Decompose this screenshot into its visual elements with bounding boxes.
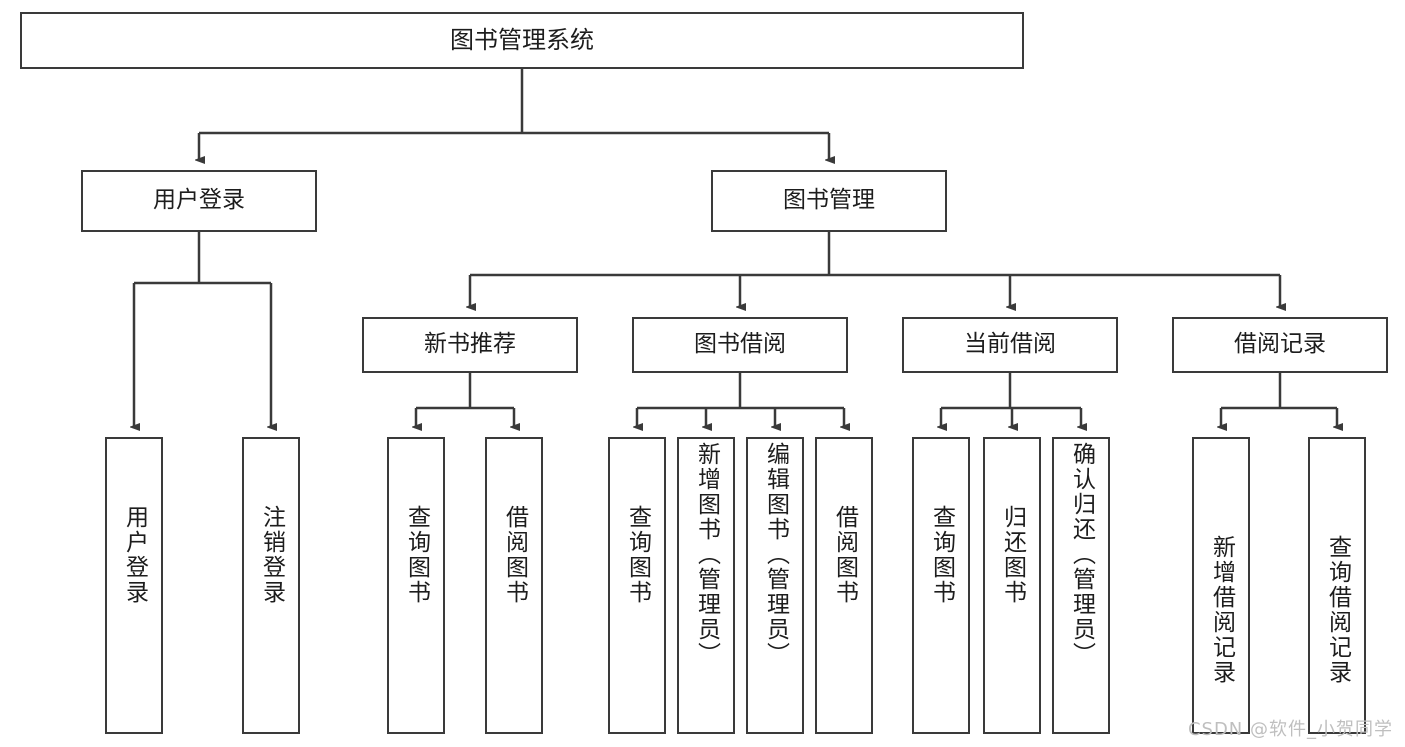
leaf-query-borrow-record[interactable]: 查询借阅记录 <box>1308 437 1366 734</box>
leaf-label: 新增借阅记录 <box>1208 535 1235 685</box>
node-label: 图书借阅 <box>694 331 786 358</box>
node-label: 用户登录 <box>153 187 245 214</box>
leaf-confirm-return-admin[interactable]: 确认归还（管理员） <box>1052 437 1110 734</box>
leaf-label: 查询图书 <box>928 505 955 605</box>
node-root-label: 图书管理系统 <box>450 26 594 55</box>
node-level3-book-borrow[interactable]: 图书借阅 <box>632 317 848 373</box>
leaf-borrow-book[interactable]: 借阅图书 <box>815 437 873 734</box>
leaf-label: 借阅图书 <box>501 505 528 605</box>
csdn-watermark: CSDN @软件_小贺同学 <box>1187 719 1393 740</box>
leaf-add-borrow-record[interactable]: 新增借阅记录 <box>1192 437 1250 734</box>
node-root[interactable]: 图书管理系统 <box>20 12 1024 69</box>
leaf-label: 借阅图书 <box>831 505 858 605</box>
leaf-borrow-books-recommend[interactable]: 借阅图书 <box>485 437 543 734</box>
leaf-edit-book-admin[interactable]: 编辑图书（管理员） <box>746 437 804 734</box>
leaf-label: 查询图书 <box>403 505 430 605</box>
leaf-label: 查询借阅记录 <box>1324 535 1351 685</box>
leaf-query-books-current[interactable]: 查询图书 <box>912 437 970 734</box>
node-level3-new-book-recommend[interactable]: 新书推荐 <box>362 317 578 373</box>
leaf-query-books-borrow[interactable]: 查询图书 <box>608 437 666 734</box>
node-label: 当前借阅 <box>964 331 1056 358</box>
node-label: 借阅记录 <box>1234 331 1326 358</box>
leaf-label: 归还图书 <box>999 505 1026 605</box>
leaf-label: 注销登录 <box>258 505 285 605</box>
node-level2-user-login[interactable]: 用户登录 <box>81 170 317 232</box>
node-level2-book-management[interactable]: 图书管理 <box>711 170 947 232</box>
leaf-label: 用户登录 <box>121 505 148 605</box>
node-label: 图书管理 <box>783 187 875 214</box>
node-level3-borrow-record[interactable]: 借阅记录 <box>1172 317 1388 373</box>
leaf-logout[interactable]: 注销登录 <box>242 437 300 734</box>
leaf-label: 新增图书（管理员） <box>693 442 720 667</box>
leaf-label: 确认归还（管理员） <box>1068 442 1095 667</box>
leaf-label: 编辑图书（管理员） <box>762 442 789 667</box>
leaf-query-books-recommend[interactable]: 查询图书 <box>387 437 445 734</box>
leaf-user-login[interactable]: 用户登录 <box>105 437 163 734</box>
leaf-return-book[interactable]: 归还图书 <box>983 437 1041 734</box>
node-level3-current-borrow[interactable]: 当前借阅 <box>902 317 1118 373</box>
node-label: 新书推荐 <box>424 331 516 358</box>
leaf-add-book-admin[interactable]: 新增图书（管理员） <box>677 437 735 734</box>
leaf-label: 查询图书 <box>624 505 651 605</box>
